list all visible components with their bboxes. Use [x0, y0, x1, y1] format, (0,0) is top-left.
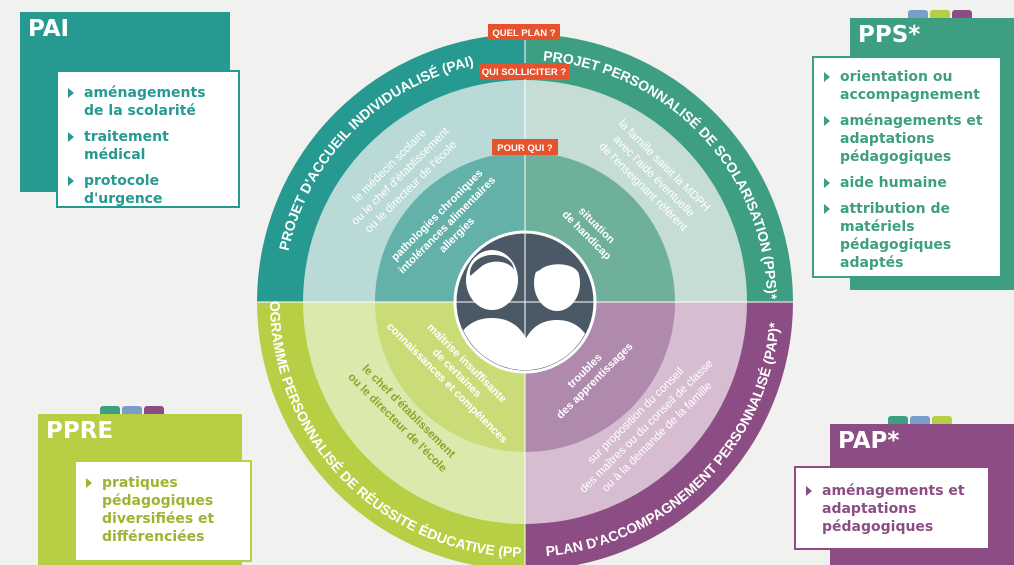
card-pps-item: attribution de matériels pédagogiques ad…: [824, 200, 992, 272]
tag-pour-qui: POUR QUI ?: [492, 139, 558, 155]
card-pps-item: orientation ou accompagnement: [824, 68, 992, 104]
svg-text:POUR QUI ?: POUR QUI ?: [497, 143, 553, 154]
tag-qui-solliciter: QUI SOLLICITER ?: [479, 63, 569, 79]
svg-text:QUEL PLAN ?: QUEL PLAN ?: [492, 28, 555, 39]
card-pps-list: orientation ou accompagnement aménagemen…: [812, 56, 1002, 278]
card-pps-item: aménagements et adaptations pédagogiques: [824, 112, 992, 166]
card-pai-item: protocole d'urgence: [68, 172, 228, 208]
card-pai-item: traitement médical: [68, 128, 228, 164]
card-pap-list: aménagements et adaptations pédagogiques: [794, 466, 990, 550]
tag-quel-plan: QUEL PLAN ?: [488, 24, 560, 40]
card-pps-item: aide humaine: [824, 174, 992, 192]
card-pai-item: aménagements de la scolarité: [68, 84, 228, 120]
card-pap-item: aménagements et adaptations pédagogiques: [806, 482, 980, 536]
card-ppre-list: pratiques pédagogiques diversifiées et d…: [74, 460, 252, 562]
card-ppre-item: pratiques pédagogiques diversifiées et d…: [86, 474, 242, 546]
card-pai-list: aménagements de la scolarité traitement …: [56, 70, 240, 208]
svg-text:QUI SOLLICITER ?: QUI SOLLICITER ?: [482, 67, 567, 78]
